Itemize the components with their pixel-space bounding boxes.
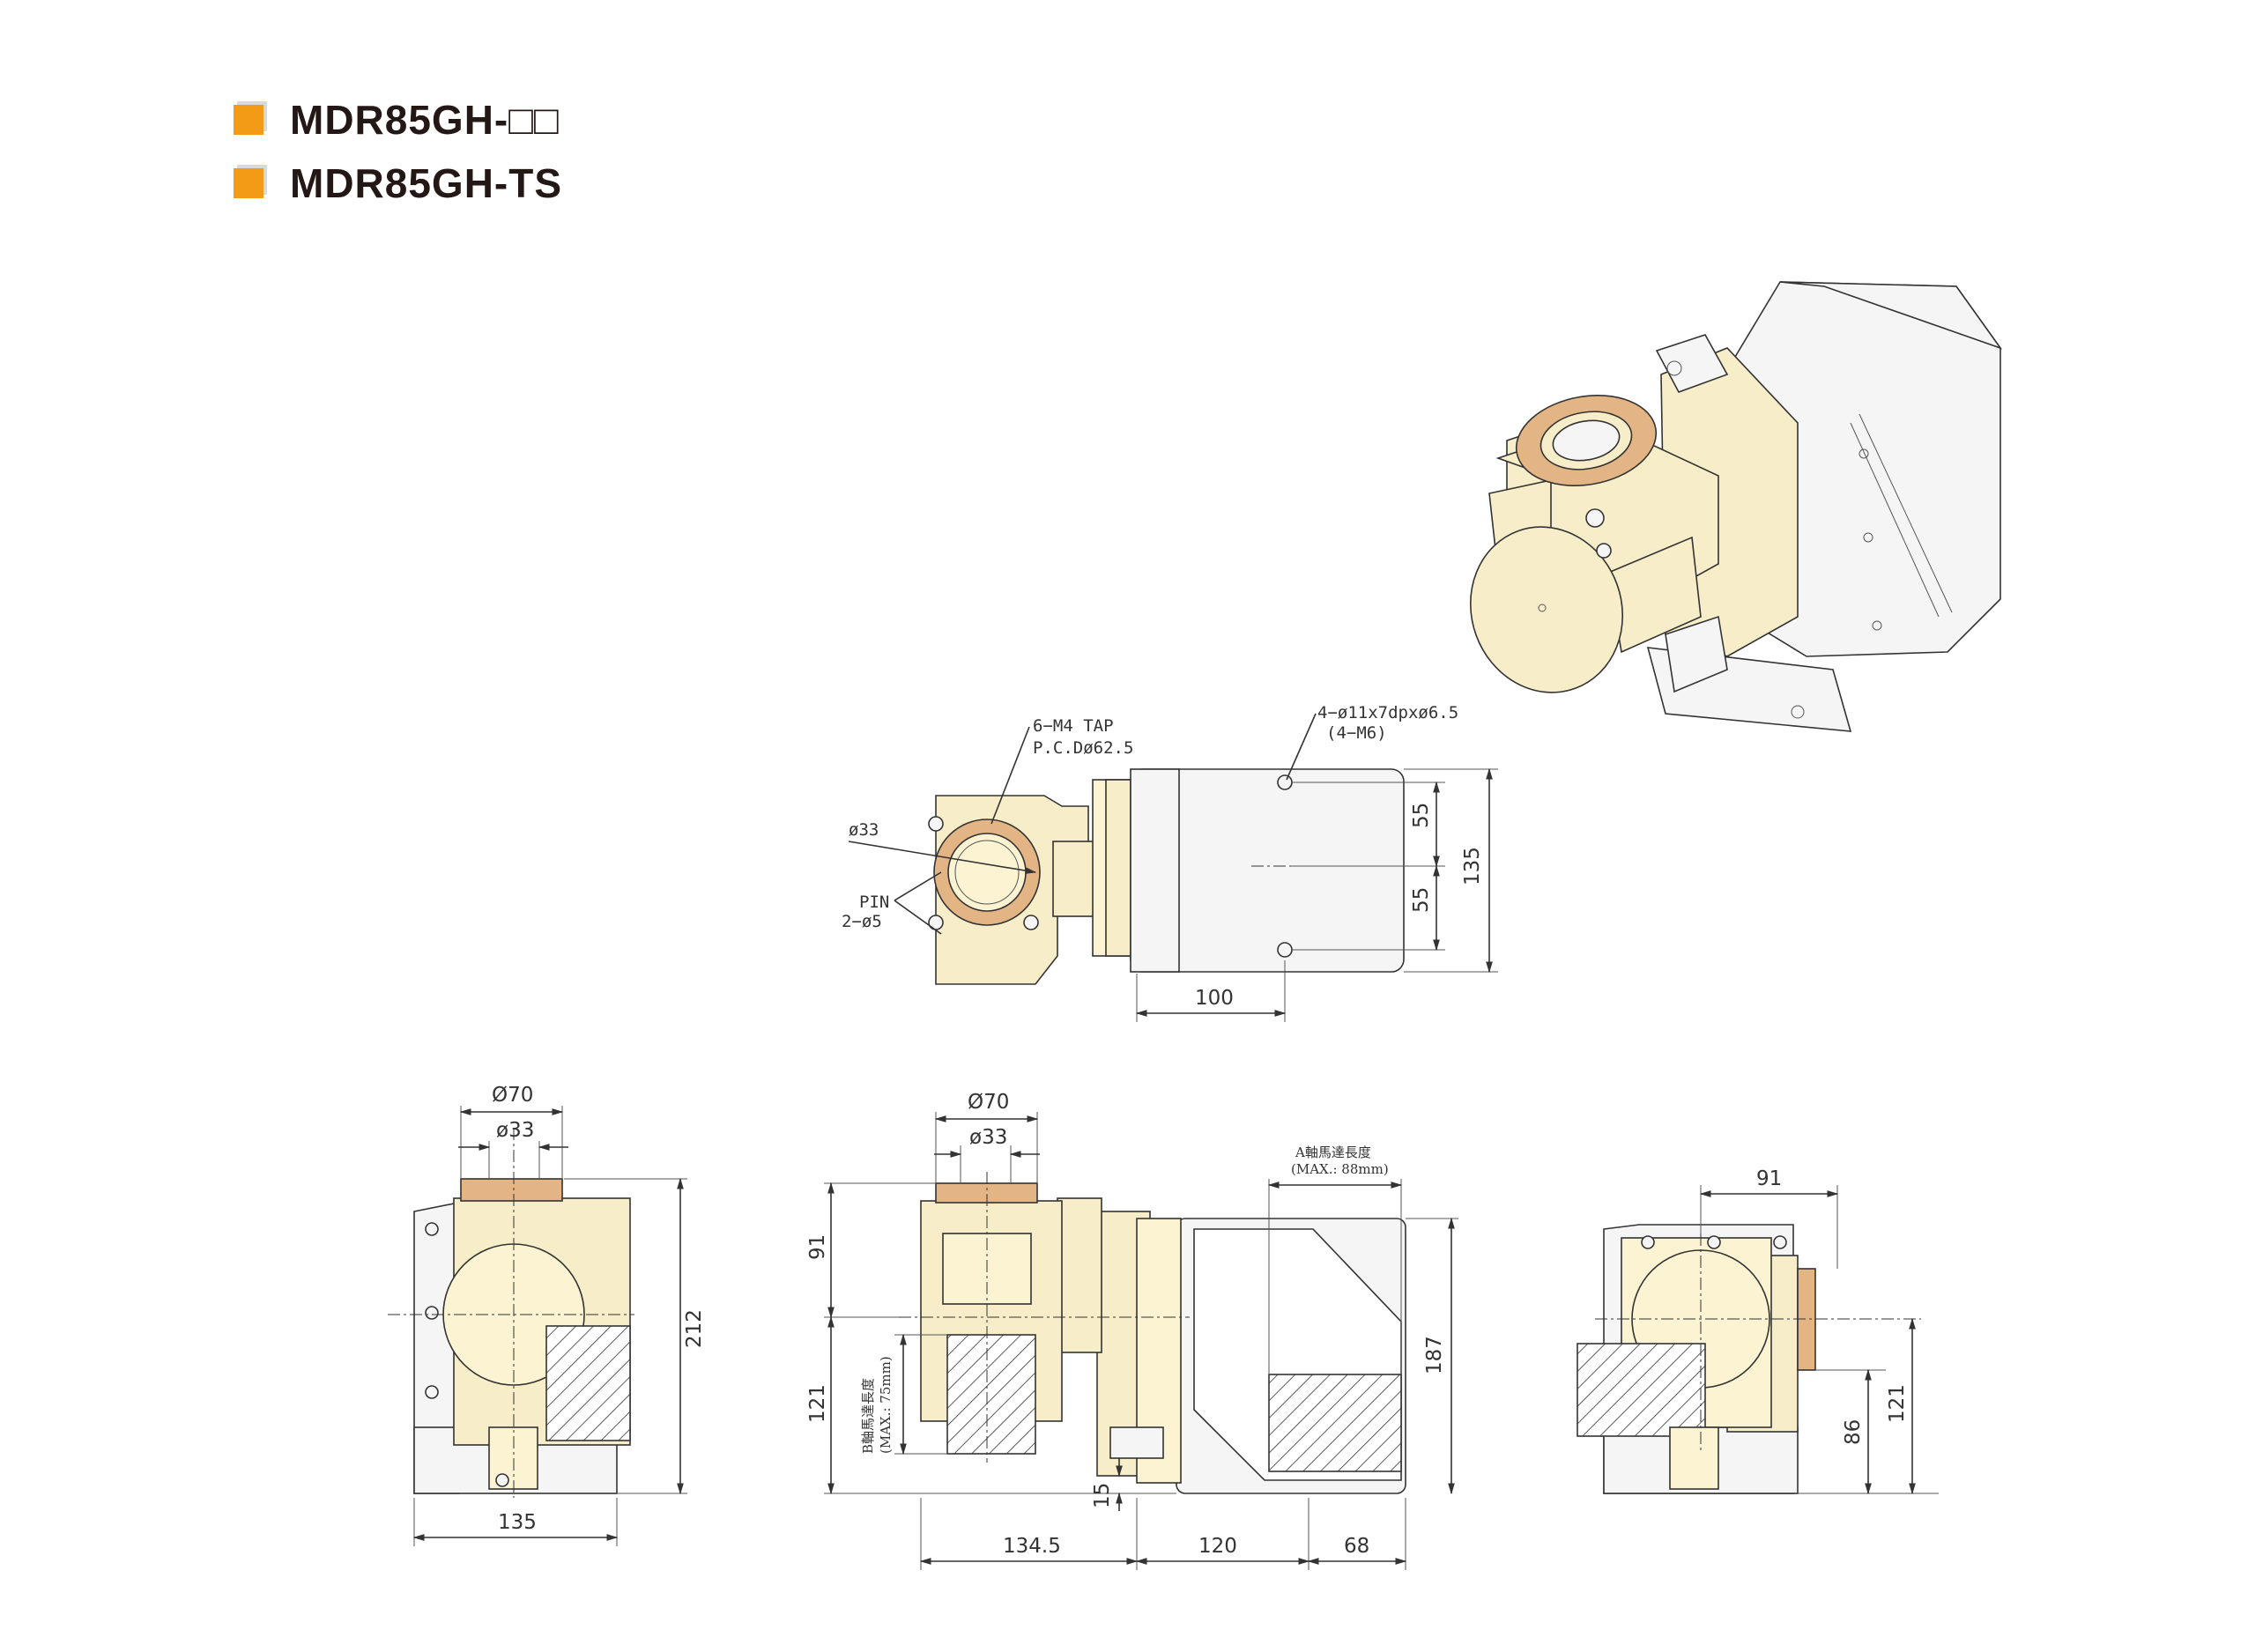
dim-55-upper: 55 <box>1410 803 1433 828</box>
b-axis-motor-label: B軸馬達長度 <box>860 1378 876 1454</box>
model-title-2: MDR85GH-TS <box>290 160 563 206</box>
hole-sub-label: (4−M6) <box>1326 723 1387 743</box>
right-side-view: 91 86 121 <box>1577 1167 1939 1495</box>
dim-100: 100 <box>1195 987 1234 1010</box>
pin-size-label: 2−ø5 <box>842 912 882 931</box>
front-dim-134-5: 134.5 <box>1003 1535 1061 1558</box>
tap-label: 6−M4 TAP <box>1033 716 1114 736</box>
front-height-187: 187 <box>1423 1336 1446 1374</box>
title-row-1: MDR85GH-□□ <box>234 88 562 152</box>
front-height-121: 121 <box>806 1384 829 1423</box>
left-width-135: 135 <box>498 1511 537 1534</box>
front-dim-68: 68 <box>1344 1535 1369 1558</box>
front-view: Ø70 ø33 91 121 B軸馬達長度 (MAX.: 75mm) A軸馬達長… <box>806 1091 1458 1570</box>
a-axis-max-label: (MAX.: 88mm) <box>1291 1161 1389 1177</box>
title-block: MDR85GH-□□ MDR85GH-TS <box>234 88 562 215</box>
right-dim-121: 121 <box>1886 1384 1909 1423</box>
left-side-view: Ø70 ø33 212 135 <box>388 1084 706 1546</box>
right-dim-91: 91 <box>1756 1167 1782 1190</box>
dim-55-lower: 55 <box>1410 887 1433 913</box>
left-height-212: 212 <box>683 1309 706 1348</box>
top-view: 6−M4 TAP P.C.Dø62.5 ø33 PIN 2−ø5 4−ø11x7… <box>842 703 1498 1022</box>
dim-135-top: 135 <box>1461 847 1484 885</box>
b-axis-max-label: (MAX.: 75mm) <box>878 1356 894 1454</box>
front-dim-120: 120 <box>1198 1535 1237 1558</box>
front-dia-70: Ø70 <box>968 1091 1009 1114</box>
model-title-1: MDR85GH-□□ <box>290 97 560 143</box>
front-dia-33: ø33 <box>969 1126 1007 1149</box>
orange-square-bullet-icon <box>234 101 267 135</box>
right-dim-86: 86 <box>1842 1419 1865 1445</box>
hole-label: 4−ø11x7dpxø6.5 <box>1317 703 1458 722</box>
front-dim-15: 15 <box>1091 1483 1114 1508</box>
left-dia-70: Ø70 <box>492 1084 533 1107</box>
pcd-label: P.C.Dø62.5 <box>1033 738 1133 758</box>
orange-square-bullet-icon <box>234 165 267 198</box>
product-3d-illustration <box>1469 281 2003 732</box>
bore-label: ø33 <box>849 820 879 840</box>
a-axis-motor-label: A軸馬達長度 <box>1295 1145 1371 1160</box>
title-row-2: MDR85GH-TS <box>234 152 562 215</box>
left-dia-33: ø33 <box>496 1119 534 1142</box>
pin-label: PIN <box>859 893 889 912</box>
front-height-91: 91 <box>806 1234 829 1260</box>
